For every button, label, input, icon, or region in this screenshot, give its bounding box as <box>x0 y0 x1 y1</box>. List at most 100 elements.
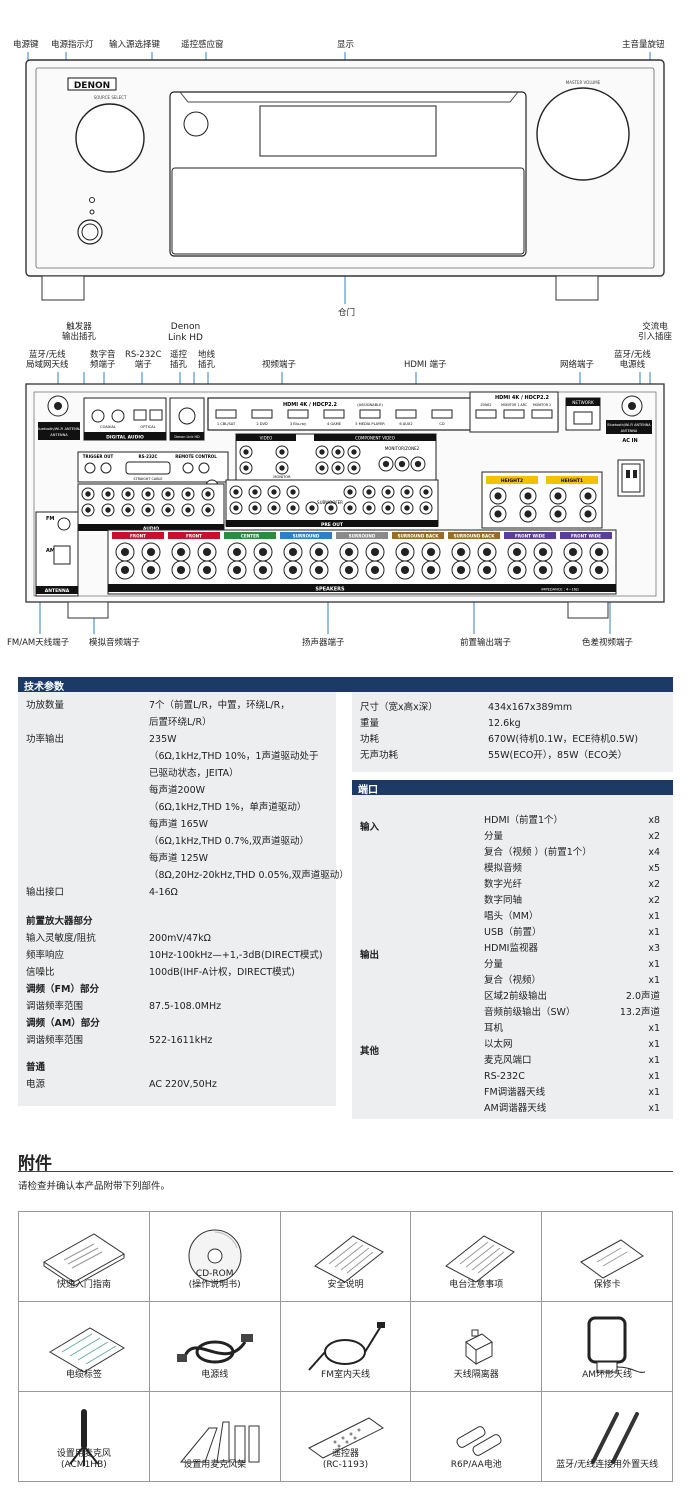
label-digital-audio: 数字音 频端子 <box>90 350 116 370</box>
port-name: 数字光纤 <box>484 879 523 890</box>
hdmi-output-label: MONITOR 2 <box>533 403 551 407</box>
label-remote-window: 遥控感应窗 <box>181 40 224 50</box>
port-count: x1 <box>648 1071 660 1082</box>
label-component-terminal: 色差视频端子 <box>582 638 634 648</box>
port-name: 分量 <box>484 959 504 970</box>
speaker-group-bar <box>168 532 220 539</box>
spec-value: 已驱动状态，JEITA） <box>149 768 239 779</box>
spec-key: 功放数量 <box>26 700 65 711</box>
spec-value: 后置环绕L/R） <box>149 717 212 728</box>
isolator-icon <box>465 1329 494 1366</box>
accessory-name: 设置用麦克风架 <box>183 1460 247 1470</box>
spec-key: 普通 <box>26 1062 46 1073</box>
spec-key: 调频（FM）部分 <box>26 984 99 995</box>
speaker-group-label: SURROUND BACK <box>453 534 495 539</box>
fm-antenna-icon <box>308 1322 386 1371</box>
source-select-knob[interactable] <box>75 103 145 173</box>
spec-value: 434x167x389mm <box>488 702 573 713</box>
port-name: 模拟音频 <box>484 863 523 874</box>
svg-text:MONITOR: MONITOR <box>273 475 291 479</box>
svg-text:AC IN: AC IN <box>622 438 637 444</box>
booklet-icon <box>42 1233 125 1287</box>
accessory-name: 电缆标签 <box>65 1370 102 1380</box>
accessory-name: 电台注意事项 <box>449 1280 504 1290</box>
svg-text:VIDEO: VIDEO <box>260 436 273 441</box>
port-count: x1 <box>648 1023 660 1034</box>
port-count: 2.0声道 <box>625 991 660 1002</box>
brand-logo: DENON <box>74 81 110 91</box>
spec-value: 200mV/47kΩ <box>149 933 211 944</box>
spec-key: 频率响应 <box>26 950 65 961</box>
spec-value: AC 220V,50Hz <box>149 1079 217 1090</box>
spec-key: 调频（AM）部分 <box>26 1018 100 1029</box>
accessories-note: 请检查并确认本产品附带下列部件。 <box>18 1181 171 1192</box>
port-count: x1 <box>648 975 660 986</box>
label-network-terminal: 网络端子 <box>560 360 595 370</box>
speaker-group-label: CENTER <box>241 534 260 539</box>
document-icon <box>314 1235 385 1283</box>
port-count: x1 <box>648 1087 660 1098</box>
spec-value: 10Hz-100kHz—+1,-3dB(DIRECT模式) <box>149 950 323 961</box>
speaker-group-label: FRONT <box>186 534 202 539</box>
port-count: x8 <box>648 815 660 826</box>
label-fm-am: FM/AM天线端子 <box>7 638 70 648</box>
label-source-select: 输入源选择键 <box>109 40 161 50</box>
port-count: x3 <box>648 943 660 954</box>
port-name: RS-232C <box>484 1071 525 1082</box>
master-volume-text: MASTER VOLUME <box>566 80 601 85</box>
port-count: x2 <box>648 895 660 906</box>
accessory-item: 保修卡 <box>542 1212 673 1302</box>
svg-text:REMOTE CONTROL: REMOTE CONTROL <box>175 454 217 459</box>
svg-text:STRAIGHT CABLE: STRAIGHT CABLE <box>133 477 162 481</box>
label-preout-terminal: 前置输出端子 <box>460 638 512 648</box>
speaker-group-label: FRONT <box>130 534 146 539</box>
source-select-text: SOURCE SELECT <box>94 95 127 100</box>
master-volume-knob[interactable] <box>536 87 630 181</box>
hdmi-output-label: ZONE2 <box>480 403 491 407</box>
accessory-item: 快速入门指南 <box>19 1212 150 1302</box>
accessory-name: 设置用麦克风 (ACM1HB) <box>56 1449 111 1470</box>
speaker-group-bar <box>504 532 556 539</box>
accessory-name: 安全说明 <box>327 1280 364 1290</box>
speaker-group-bar <box>224 532 276 539</box>
power-cord-icon <box>176 1334 253 1364</box>
hdmi-input-label: 6 AUX2 <box>399 422 412 426</box>
label-door: 仓门 <box>338 308 356 318</box>
spec-key: 前置放大器部分 <box>26 916 93 927</box>
spec-key: 输入灵敏度/阻抗 <box>26 933 96 944</box>
svg-text:COMPONENT VIDEO: COMPONENT VIDEO <box>355 436 395 441</box>
label-bt-wifi-power: 蓝牙/无线 电源线 <box>614 350 651 370</box>
hdmi-input-label: 2 DVD <box>256 422 268 426</box>
svg-text:PRE OUT: PRE OUT <box>321 522 344 528</box>
accessory-name: 蓝牙/无线连接用外置天线 <box>556 1460 659 1470</box>
ports-header: 端口 <box>352 780 673 796</box>
svg-text:SPEAKERS: SPEAKERS <box>315 587 345 593</box>
hdmi-input-port <box>251 409 273 419</box>
svg-text:SUBWOOFER: SUBWOOFER <box>317 500 343 505</box>
spec-value: 100dB(IHF-A计权，DIRECT模式) <box>149 967 295 978</box>
port-count: x5 <box>648 863 660 874</box>
svg-text:HEIGHT1: HEIGHT1 <box>561 478 583 484</box>
svg-text:IMPEDANCE : 4~16Ω: IMPEDANCE : 4~16Ω <box>541 588 579 592</box>
front-door[interactable] <box>171 167 525 255</box>
svg-text:ANTENNA: ANTENNA <box>621 429 638 433</box>
hdmi-input-port <box>359 409 381 419</box>
label-rs232c: RS-232C 端子 <box>125 350 162 370</box>
hdmi-header-text: HDMI 4K / HDCP2.2 <box>283 402 338 408</box>
hdmi-input-label: 3 Blu-ray <box>290 422 307 426</box>
spec-value: 55W(ECO开），85W（ECO关） <box>488 750 628 761</box>
power-led <box>89 197 95 203</box>
hdmi-input-label: 5 MEDIA PLAYER <box>355 422 385 426</box>
accessory-item: FM室内天线 <box>280 1302 412 1392</box>
spec-value: 每声道 125W <box>149 853 209 864</box>
ports-other-head: 其他 <box>360 1046 380 1057</box>
port-count: x1 <box>648 1055 660 1066</box>
port-count: x1 <box>648 927 660 938</box>
speaker-group-bar <box>112 532 164 539</box>
label-denon-link: Denon Link HD <box>168 322 203 343</box>
accessory-name: R6P/AA电池 <box>450 1460 502 1470</box>
port-name: HDMI监视器 <box>484 943 538 954</box>
hdmi-input-label: CD <box>439 422 445 426</box>
label-display: 显示 <box>337 40 355 50</box>
